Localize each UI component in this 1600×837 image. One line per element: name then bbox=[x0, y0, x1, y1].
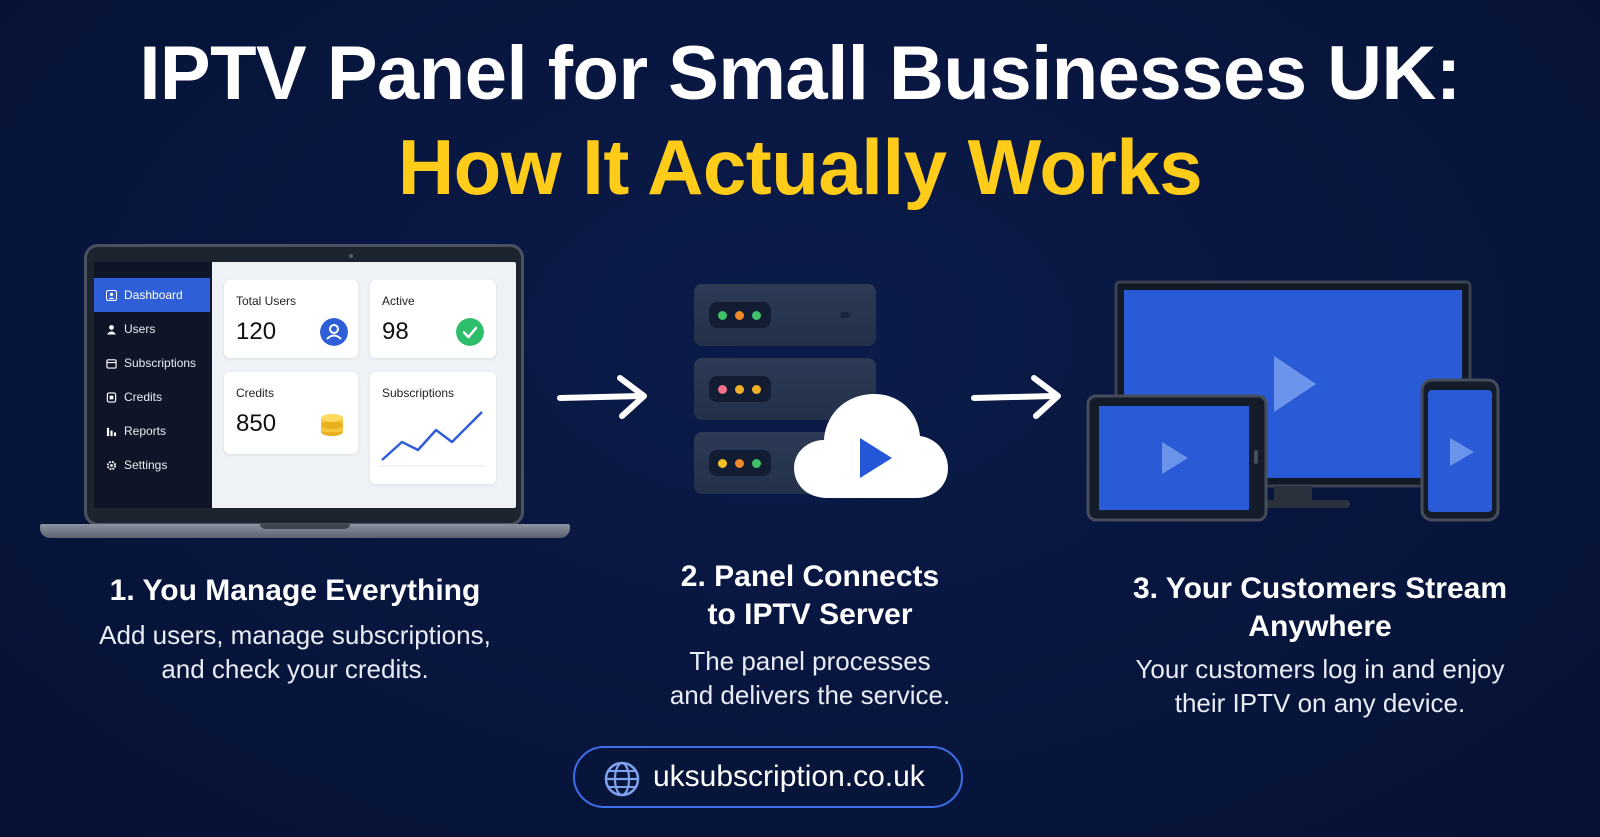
laptop-notch bbox=[260, 524, 350, 529]
card-label: Subscriptions bbox=[382, 386, 455, 400]
subscriptions-card[interactable]: Subscriptions bbox=[370, 372, 496, 484]
sidebar-item-settings[interactable]: Settings bbox=[94, 448, 210, 482]
sidebar-item-credits[interactable]: Credits bbox=[94, 380, 210, 414]
step-1-title: 1. You Manage Everything bbox=[40, 572, 550, 610]
laptop-base bbox=[40, 524, 570, 538]
bar-chart-icon bbox=[106, 427, 117, 436]
step-2-title: 2. Panel Connects to IPTV Server bbox=[580, 558, 1040, 634]
sidebar-item-subscriptions[interactable]: Subscriptions bbox=[94, 346, 210, 380]
devices-illustration bbox=[1086, 280, 1500, 522]
step-3-title: 3. Your Customers Stream Anywhere bbox=[1060, 570, 1580, 646]
step-title-line: 1. You Manage Everything bbox=[109, 574, 481, 607]
phone-icon bbox=[1420, 378, 1500, 522]
active-card[interactable]: Active 98 bbox=[370, 280, 496, 358]
card-label: Total Users bbox=[236, 294, 297, 308]
user-circle-icon bbox=[320, 318, 348, 346]
gear-icon bbox=[106, 460, 117, 470]
arrow-right-icon bbox=[971, 375, 1061, 419]
page-title: IPTV Panel for Small Businesses UK: bbox=[139, 31, 1461, 116]
user-badge-icon bbox=[106, 289, 117, 301]
step-desc-line: and check your credits. bbox=[161, 654, 429, 684]
card-label: Credits bbox=[236, 386, 275, 400]
website-link[interactable]: uksubscription.co.uk bbox=[573, 746, 963, 808]
dashboard-sidebar: Dashboard Users Subscriptions Credits Re… bbox=[94, 262, 210, 508]
step-2-description: The panel processes and delivers the ser… bbox=[580, 644, 1040, 712]
coins-icon bbox=[321, 414, 343, 436]
step-3-description: Your customers log in and enjoy their IP… bbox=[1060, 652, 1580, 720]
led-icon bbox=[735, 459, 744, 468]
led-icon bbox=[735, 311, 744, 320]
credit-icon bbox=[106, 391, 117, 403]
sidebar-item-reports[interactable]: Reports bbox=[94, 414, 210, 448]
credits-card[interactable]: Credits 850 bbox=[224, 372, 358, 454]
server-status-lights bbox=[709, 450, 771, 476]
calendar-icon bbox=[106, 358, 117, 369]
sidebar-item-label: Reports bbox=[124, 424, 167, 438]
website-url: uksubscription.co.uk bbox=[653, 760, 925, 793]
card-value: 120 bbox=[236, 318, 277, 345]
server-status-lights bbox=[709, 302, 771, 328]
card-label: Active bbox=[382, 294, 415, 308]
vent-icon bbox=[840, 312, 850, 318]
step-1-description: Add users, manage subscriptions, and che… bbox=[40, 618, 550, 686]
cloud-play-icon bbox=[794, 394, 948, 498]
server-unit bbox=[694, 284, 876, 346]
led-icon bbox=[718, 311, 727, 320]
led-icon bbox=[752, 459, 761, 468]
arrow-right-icon bbox=[557, 375, 647, 419]
sidebar-item-label: Settings bbox=[124, 458, 168, 472]
step-title-line: 2. Panel Connects bbox=[680, 560, 940, 593]
step-desc-line: and delivers the service. bbox=[669, 680, 951, 710]
sidebar-item-label: Dashboard bbox=[124, 288, 183, 302]
step-desc-line: Add users, manage subscriptions, bbox=[99, 620, 491, 650]
step-desc-line: The panel processes bbox=[689, 646, 931, 676]
step-title-line: 3. Your Customers Stream bbox=[1132, 572, 1508, 605]
sidebar-item-users[interactable]: Users bbox=[94, 312, 210, 346]
user-icon bbox=[106, 324, 117, 335]
led-icon bbox=[752, 311, 761, 320]
sidebar-item-label: Subscriptions bbox=[124, 356, 197, 370]
step-title-line: Anywhere bbox=[1248, 610, 1392, 643]
laptop-illustration: Dashboard Users Subscriptions Credits Re… bbox=[40, 244, 570, 544]
camera-icon bbox=[349, 254, 353, 258]
tablet-icon bbox=[1086, 394, 1268, 522]
check-circle-icon bbox=[456, 318, 484, 346]
led-icon bbox=[752, 385, 761, 394]
card-value: 850 bbox=[236, 410, 277, 437]
dashboard-main: Total Users 120 Active 98 Credits 850 Su… bbox=[212, 262, 516, 508]
page-subtitle: How It Actually Works bbox=[397, 123, 1203, 211]
dashboard-screen: Dashboard Users Subscriptions Credits Re… bbox=[94, 262, 516, 508]
led-icon bbox=[718, 385, 727, 394]
globe-icon bbox=[604, 761, 640, 797]
step-title-line: to IPTV Server bbox=[707, 598, 913, 631]
sidebar-item-dashboard[interactable]: Dashboard bbox=[94, 278, 210, 312]
sidebar-item-label: Credits bbox=[124, 390, 163, 404]
total-users-card[interactable]: Total Users 120 bbox=[224, 280, 358, 358]
card-value: 98 bbox=[382, 318, 409, 345]
led-icon bbox=[735, 385, 744, 394]
sidebar-item-label: Users bbox=[124, 322, 156, 336]
server-status-lights bbox=[709, 376, 771, 402]
step-desc-line: Your customers log in and enjoy bbox=[1135, 654, 1505, 684]
trend-line-icon bbox=[380, 411, 486, 467]
led-icon bbox=[718, 459, 727, 468]
step-desc-line: their IPTV on any device. bbox=[1174, 688, 1466, 718]
